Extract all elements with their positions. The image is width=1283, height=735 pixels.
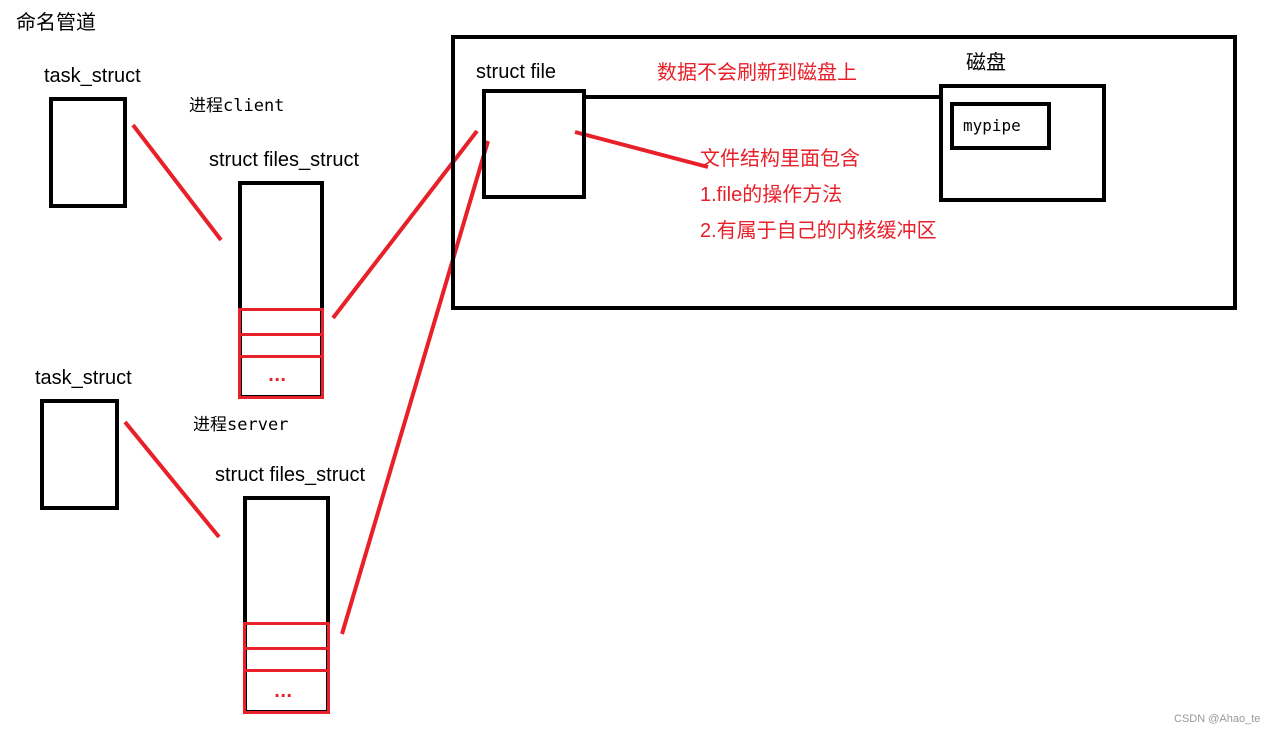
server-task-to-files-line	[123, 420, 221, 539]
client-process-label: 进程client	[189, 96, 285, 116]
struct-file-label: struct file	[476, 61, 557, 83]
server-task-struct-box	[40, 399, 119, 510]
server-fd-ellipsis: ...	[274, 682, 293, 701]
watermark: CSDN @Ahao_te	[1174, 713, 1261, 725]
server-process-label: 进程server	[193, 415, 289, 435]
page-title: 命名管道	[16, 10, 96, 34]
disk-box	[939, 84, 1106, 202]
file-note-item: 2.有属于自己的内核缓冲区	[700, 220, 937, 242]
server-fd-slot	[243, 669, 330, 714]
file-note-heading: 文件结构里面包含	[700, 148, 860, 170]
file-note-pointer-line	[574, 130, 709, 169]
no-flush-note: 数据不会刷新到磁盘上	[657, 62, 857, 84]
mypipe-label: mypipe	[963, 116, 1021, 135]
struct-file-box	[482, 89, 586, 199]
client-files-struct-label: struct files_struct	[209, 149, 360, 171]
client-fd-slot	[238, 355, 324, 399]
server-fd-slot	[243, 622, 330, 650]
client-fd-slot	[238, 308, 324, 336]
disk-label: 磁盘	[966, 52, 1006, 74]
server-task-struct-label: task_struct	[35, 367, 132, 389]
client-fd-ellipsis: ...	[268, 366, 287, 385]
server-files-struct-label: struct files_struct	[215, 464, 366, 486]
client-task-struct-label: task_struct	[44, 65, 141, 87]
file-note-item: 1.file的操作方法	[700, 184, 843, 206]
mypipe-box	[950, 102, 1051, 150]
server-fd-to-file-line	[340, 140, 490, 635]
kernel-frame	[451, 35, 1237, 310]
client-task-to-files-line	[131, 123, 223, 242]
client-task-struct-box	[49, 97, 127, 208]
